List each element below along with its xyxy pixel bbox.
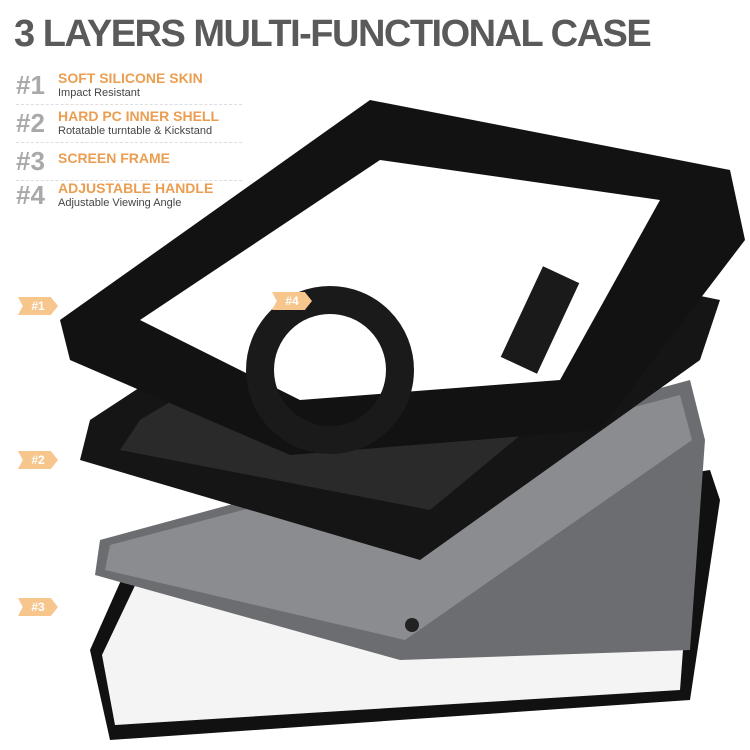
feature-1: #1 SOFT SILICONE SKIN Impact Resistant [16, 68, 242, 105]
tag-4: #4 [272, 292, 312, 310]
feature-subtitle: Impact Resistant [58, 87, 140, 99]
tag-3: #3 [18, 598, 58, 616]
page-title: 3 LAYERS MULTI-FUNCTIONAL CASE [14, 13, 652, 55]
feature-number: #2 [16, 108, 45, 138]
feature-heading: SCREEN FRAME [58, 150, 171, 166]
feature-number: #1 [16, 70, 45, 100]
feature-subtitle: Rotatable turntable & Kickstand [58, 125, 213, 137]
feature-heading: SOFT SILICONE SKIN [58, 70, 203, 86]
feature-number: #3 [16, 146, 45, 176]
feature-subtitle: Adjustable Viewing Angle [58, 197, 182, 209]
feature-4: #4 ADJUSTABLE HANDLE Adjustable Viewing … [16, 178, 242, 214]
feature-number: #4 [16, 180, 45, 210]
soft-silicone-skin [60, 100, 745, 455]
tag-2: #2 [18, 451, 58, 469]
feature-2: #2 HARD PC INNER SHELL Rotatable turntab… [16, 106, 242, 143]
feature-heading: HARD PC INNER SHELL [58, 108, 220, 124]
feature-heading: ADJUSTABLE HANDLE [58, 180, 214, 196]
feature-3: #3 SCREEN FRAME [16, 144, 242, 181]
tag-1: #1 [18, 297, 58, 315]
